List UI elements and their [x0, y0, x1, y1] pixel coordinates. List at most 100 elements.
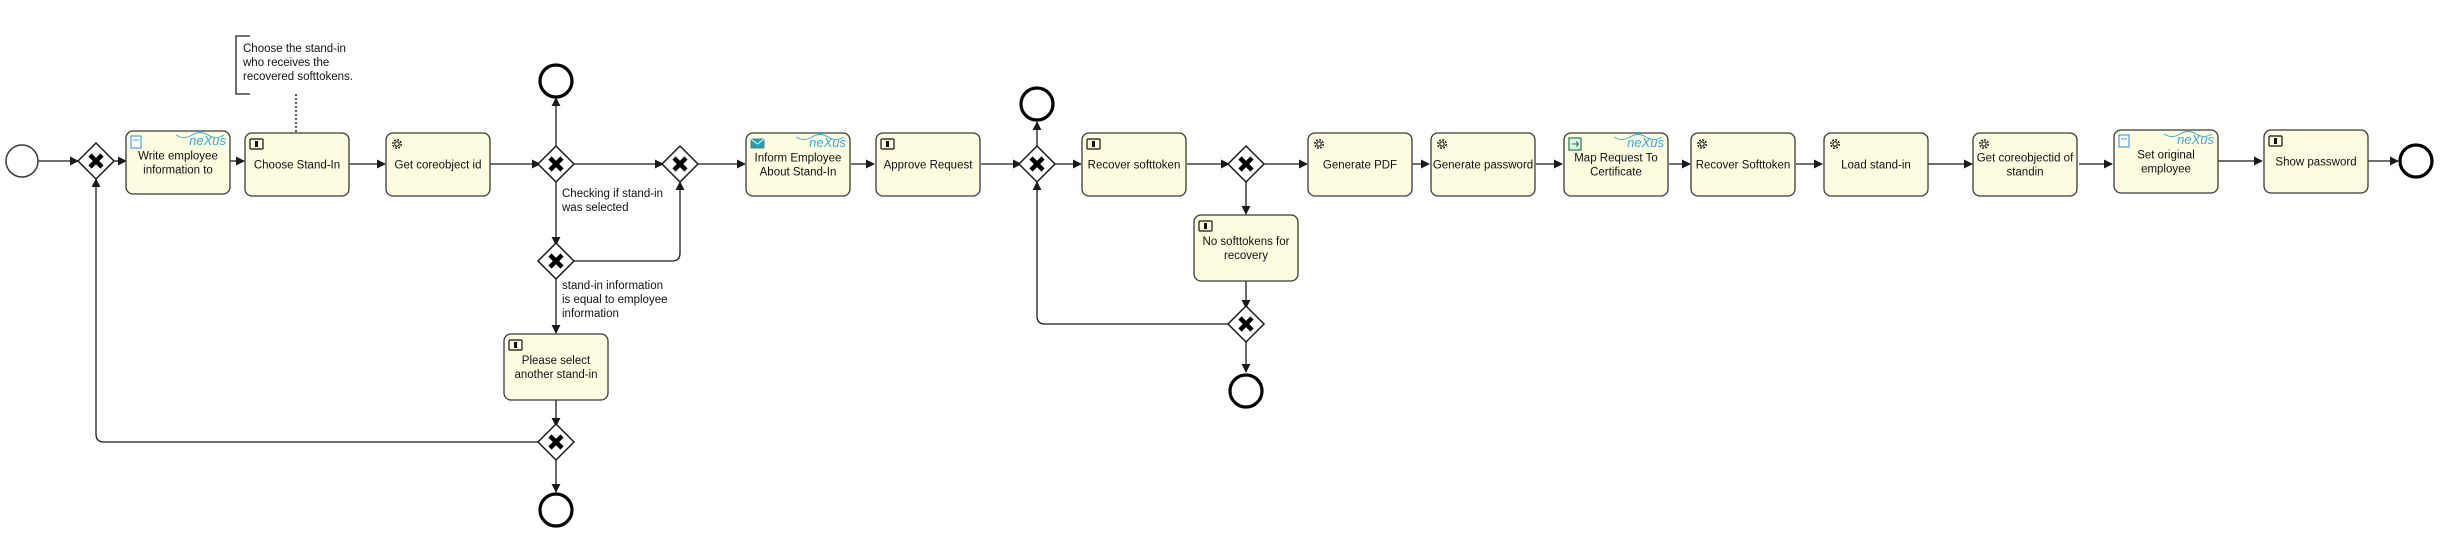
- task-label: Load stand-in: [1841, 160, 1911, 172]
- task-get-coreobject-id[interactable]: Get coreobject id: [385, 132, 491, 197]
- task-label: Generate PDF: [1323, 160, 1397, 172]
- task-label: Show password: [2275, 157, 2356, 169]
- end-event-no-softtokens[interactable]: [1228, 373, 1264, 409]
- task-label: Recover softtoken: [1088, 160, 1181, 172]
- task-recover-softtoken[interactable]: Recover Softtoken: [1690, 132, 1796, 197]
- flow-gw8-loop-to-gw6[interactable]: [1032, 181, 1230, 325]
- user-task-icon: [2268, 135, 2283, 147]
- task-box[interactable]: [1430, 132, 1536, 197]
- end-event-same-standin[interactable]: [538, 492, 574, 528]
- nexus-swoosh: [1613, 134, 1663, 140]
- task-box[interactable]: [125, 130, 231, 195]
- task-label: standin: [2006, 167, 2043, 179]
- task-label: Get coreobject id: [395, 160, 482, 172]
- gateway-merge-1[interactable]: [660, 144, 700, 184]
- task-choose-stand-in[interactable]: Choose Stand-In: [244, 132, 350, 197]
- task-recover-softtoken[interactable]: Recover softtoken: [1081, 132, 1187, 197]
- end-event-not-approved[interactable]: [1019, 86, 1055, 122]
- nexus-logo: neXus: [2177, 132, 2214, 147]
- task-label: Write employee: [138, 151, 218, 163]
- gateway-merge-3[interactable]: [1226, 304, 1266, 344]
- task-get-coreobjectid-of-standin[interactable]: Get coreobjectid of standin: [1972, 132, 2078, 197]
- annotation-line-2: who receives the: [242, 57, 329, 69]
- sequence-flows: [38, 97, 2399, 493]
- user-task-icon: [1198, 220, 1213, 232]
- task-label: Set original: [2137, 150, 2195, 162]
- task-box[interactable]: [244, 132, 350, 197]
- task-label: Choose Stand-In: [254, 160, 340, 172]
- task-box[interactable]: [745, 132, 851, 197]
- task-label: Certificate: [1590, 167, 1642, 179]
- gateway-check-standin[interactable]: [536, 144, 576, 184]
- task-box[interactable]: [1081, 132, 1187, 197]
- mail-icon: [750, 138, 765, 149]
- task-box[interactable]: [1307, 132, 1413, 197]
- task-generate-password[interactable]: Generate password: [1430, 132, 1536, 197]
- end-event-not-selected[interactable]: [538, 63, 574, 99]
- gateway-1[interactable]: [76, 141, 116, 181]
- flow-gw5-loop-to-gw1[interactable]: [91, 178, 540, 443]
- nexus-logo: neXus: [809, 135, 846, 150]
- gateway-approve[interactable]: [1017, 144, 1057, 184]
- task-please-select-another-stand-in[interactable]: Please select another stand-in: [503, 333, 609, 401]
- map-icon: [1568, 137, 1582, 151]
- form-icon: [130, 135, 142, 149]
- gateway-merge-2[interactable]: [536, 422, 576, 462]
- task-box[interactable]: [503, 333, 609, 401]
- gateways: [76, 141, 1266, 462]
- gateway-check-label-1: Checking if stand-in: [562, 188, 663, 200]
- nexus-logo: neXus: [1627, 135, 1664, 150]
- task-label: Inform Employee: [755, 153, 842, 165]
- task-box[interactable]: [2263, 129, 2369, 194]
- task-label: Recover Softtoken: [1696, 160, 1791, 172]
- flow-gw4-to-gw3[interactable]: [572, 181, 685, 262]
- task-label: information to: [143, 165, 213, 177]
- gateway-softtokens[interactable]: [1226, 144, 1266, 184]
- task-box[interactable]: [1690, 132, 1796, 197]
- annotation-line-1: Choose the stand-in: [243, 43, 346, 55]
- task-label: Please select: [522, 355, 591, 367]
- task-label: Approve Request: [884, 160, 974, 172]
- task-label: another stand-in: [514, 369, 597, 381]
- user-task-icon: [508, 339, 523, 351]
- task-label: employee: [2141, 164, 2191, 176]
- gateway-check-label-2: was selected: [561, 202, 628, 214]
- task-box[interactable]: [1563, 132, 1669, 197]
- task-box[interactable]: [1193, 214, 1299, 282]
- task-label: Generate password: [1433, 160, 1533, 172]
- gateway-equal-label-1: stand-in information: [562, 280, 663, 292]
- start-event[interactable]: [5, 144, 39, 178]
- user-task-icon: [1086, 138, 1101, 150]
- task-show-password[interactable]: Show password: [2263, 129, 2369, 194]
- gateway-standin-equal[interactable]: [536, 241, 576, 281]
- task-load-stand-in[interactable]: Load stand-in: [1823, 132, 1929, 197]
- task-box[interactable]: [875, 132, 981, 197]
- form-icon: [2118, 134, 2130, 148]
- text-annotation: Choose the stand-in who receives the rec…: [235, 35, 353, 132]
- task-box[interactable]: [1823, 132, 1929, 197]
- task-generate-pdf[interactable]: Generate PDF: [1307, 132, 1413, 197]
- task-box[interactable]: [385, 132, 491, 197]
- user-task-icon: [880, 138, 895, 150]
- user-task-icon: [249, 138, 264, 150]
- task-approve-request[interactable]: Approve Request: [875, 132, 981, 197]
- task-label: No softtokens for: [1203, 236, 1290, 248]
- nexus-swoosh: [175, 132, 225, 138]
- nexus-swoosh: [795, 134, 845, 140]
- task-label: Map Request To: [1574, 153, 1658, 165]
- end-event-final[interactable]: [2398, 143, 2434, 179]
- task-label: Get coreobjectid of: [1977, 153, 2074, 165]
- events: [5, 63, 2434, 528]
- annotation-line-3: recovered softtokens.: [243, 71, 353, 83]
- task-box[interactable]: [1972, 132, 2078, 197]
- annotation-bracket: [235, 35, 250, 95]
- task-box[interactable]: [2113, 129, 2219, 194]
- nexus-logo: neXus: [189, 133, 226, 148]
